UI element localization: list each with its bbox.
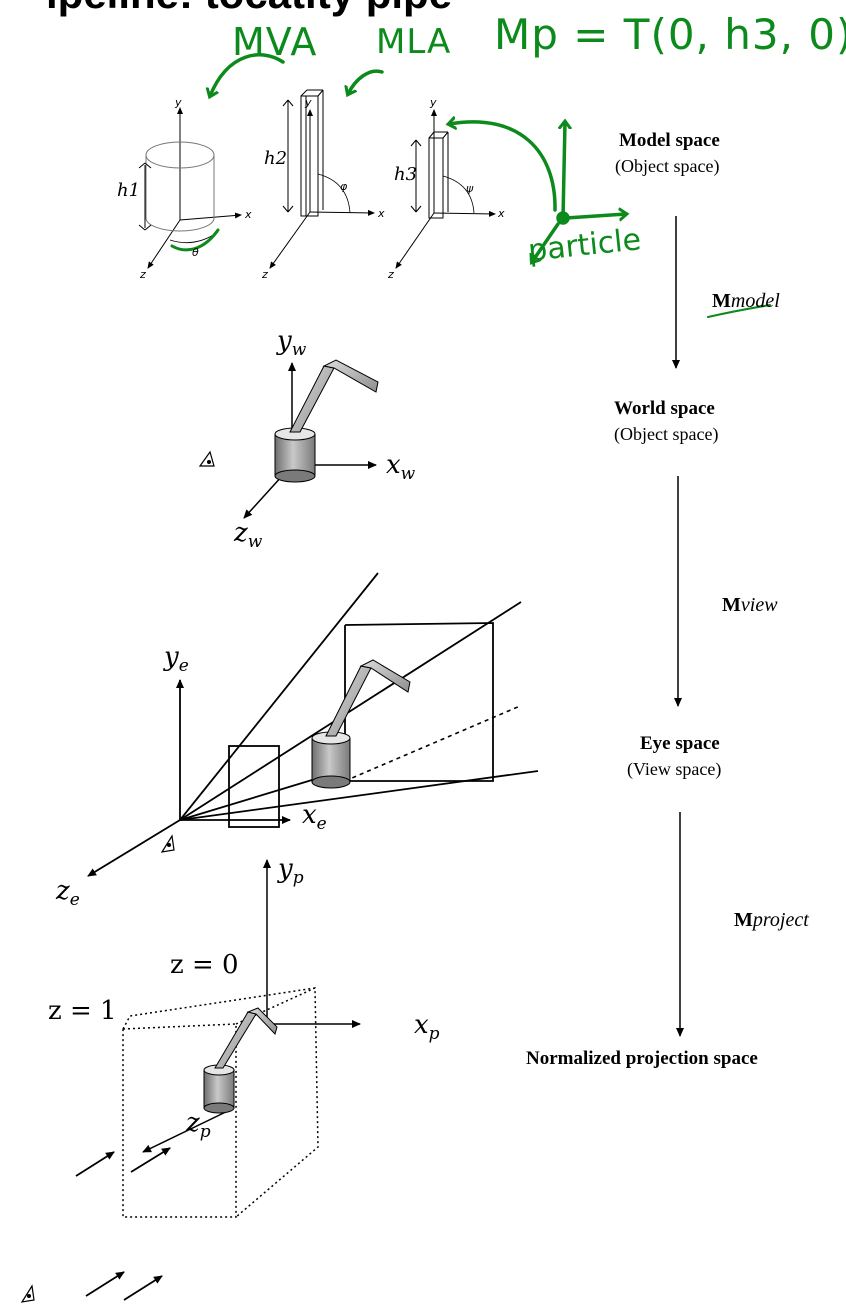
plane-label-far: z = 0 [170,950,239,980]
axis-y-1: y [175,96,182,109]
stage-subtitle-eye-space: (View space) [627,759,722,779]
axis-x-eye: xe [302,800,327,835]
axis-y-eye: ye [164,642,189,677]
axis-z-3: z [388,268,394,281]
handwritten-m-va: MVA [232,20,318,64]
eye-space-robot [160,659,411,853]
matrix-model: Mmodel [712,290,780,312]
handwritten-m-la: MLA [376,22,452,62]
plane-label-near: z = 1 [48,996,117,1026]
label-h2: h2 [264,148,288,169]
axis-x-3: x [498,207,505,220]
axis-z-proj: zp [186,1108,211,1143]
stage-title-model-space: Model space [619,130,720,151]
matrix-project: Mproject [734,909,809,931]
world-space-robot [198,359,379,519]
axis-x-world: xw [386,450,416,485]
axis-z-world: zw [234,518,263,553]
axis-x-1: x [245,208,252,221]
axis-y-3: y [430,96,437,109]
pipeline-arrows [672,216,684,1037]
axis-y-world: yw [277,326,307,361]
handwritten-m-p: Mp = T(0, h3, 0) [494,10,846,59]
label-theta: θ [192,246,199,259]
stage-subtitle-model-space: (Object space) [615,156,720,176]
eye-space-frustum [87,572,539,877]
label-h3: h3 [394,164,418,185]
stage-title-eye-space: Eye space [640,733,720,754]
axis-z-2: z [262,268,268,281]
label-psi: ψ [466,182,474,195]
model-space-figures [138,89,496,269]
axis-z-eye: ze [56,876,80,911]
axis-x-proj: xp [414,1010,440,1045]
projection-space-cube [75,859,361,1301]
stage-title-world-space: World space [614,398,715,419]
label-phi: φ [340,180,348,193]
axis-y-2: y [305,96,312,109]
stage-title-normalized-projection: Normalized projection space [526,1048,758,1069]
axis-y-proj: yp [278,854,304,889]
axis-z-1: z [140,268,146,281]
matrix-view: Mview [722,594,778,616]
axis-x-2: x [378,207,385,220]
stage-subtitle-world-space: (Object space) [614,424,719,444]
top-banner-text: ipeline: tocatity pipe [46,0,452,18]
label-h1: h1 [117,180,141,201]
handwritten-annotations [170,53,771,318]
projection-space-robot [20,1007,278,1303]
